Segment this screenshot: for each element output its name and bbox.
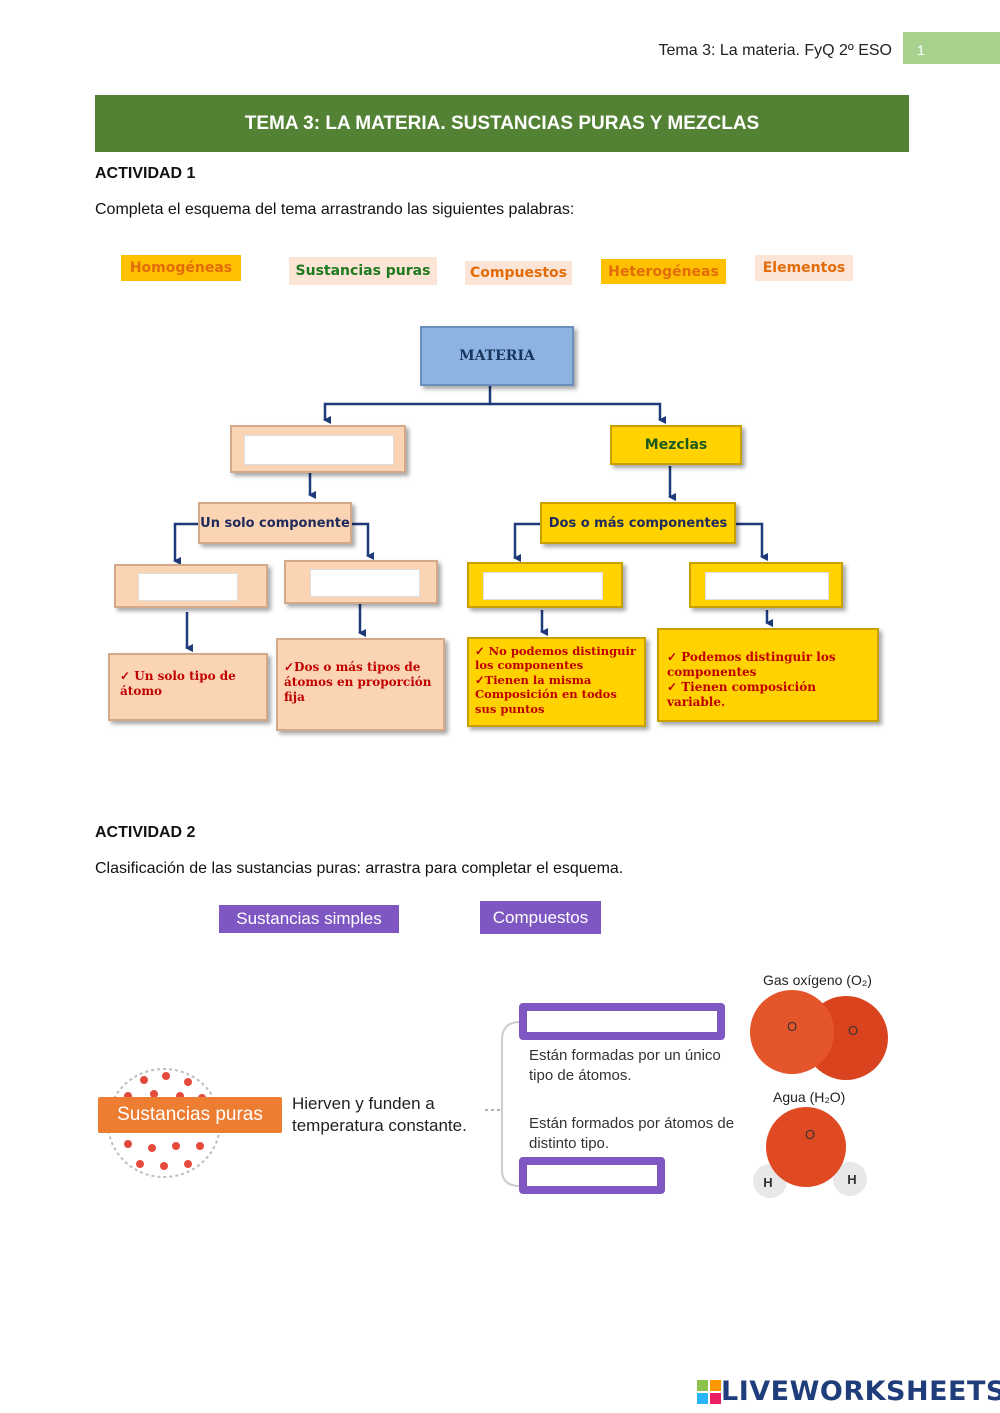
- pure-substances-label: Sustancias puras: [98, 1097, 282, 1133]
- water-h-label-2: H: [847, 1172, 856, 1187]
- word-chip-elementos[interactable]: Elementos: [755, 255, 853, 281]
- one-component-label: Un solo componente: [200, 515, 350, 531]
- oxygen-molecule-illustration: O O: [750, 990, 888, 1080]
- heterogeneous-bullet-2: ✓ Tienen composición variable.: [667, 680, 816, 709]
- two-components-label: Dos o más componentes: [548, 515, 728, 531]
- oxygen-label: Gas oxígeno (O₂): [763, 972, 872, 988]
- element-bullet-1: ✓ Un solo tipo de átomo: [120, 669, 236, 698]
- compound-description-box: ✓Dos o más tipos de átomos en proporción…: [276, 638, 445, 731]
- oxygen-atom-label-2: O: [848, 1023, 858, 1038]
- compounds-drop-box: [284, 560, 438, 604]
- homogeneous-drop-box: [467, 562, 623, 608]
- compound-bullet-1: ✓Dos o más tipos de átomos en proporción…: [284, 660, 432, 704]
- mezclas-box: Mezclas: [610, 425, 742, 465]
- classification-bracket: [485, 1021, 521, 1187]
- word-chip-compuestos[interactable]: Compuestos: [465, 261, 572, 285]
- activity-2-instruction: Clasificación de las sustancias puras: a…: [95, 860, 624, 877]
- concept-map-connectors: [173, 386, 773, 652]
- homogeneous-bullet-1: ✓ No podemos distinguir los componentes: [475, 644, 636, 673]
- word-chip-sustancias-puras[interactable]: Sustancias puras: [289, 257, 437, 285]
- compounds-description: Están formados por átomos de distinto ti…: [529, 1115, 735, 1152]
- page-number: 1: [917, 42, 925, 58]
- drop-target-compounds-2[interactable]: [519, 1157, 665, 1194]
- word-chip-heterogeneas[interactable]: Heterogéneas: [601, 259, 726, 284]
- page-number-tab: [903, 32, 1000, 64]
- liveworksheets-logo: LIVEWORKSHEETS: [697, 1376, 1000, 1407]
- water-label: Agua (H₂O): [773, 1089, 846, 1105]
- simple-substances-description: Están formadas por un único tipo de átom…: [529, 1047, 721, 1084]
- drop-target-simple-substances[interactable]: [519, 1003, 725, 1040]
- word-chip-homogeneas[interactable]: Homogéneas: [121, 255, 241, 281]
- activity-1-instruction: Completa el esquema del tema arrastrando…: [95, 201, 575, 218]
- pure-substances-drop-box: [230, 425, 406, 473]
- drop-target-compounds[interactable]: [310, 569, 420, 597]
- heterogeneous-drop-box: [689, 562, 843, 608]
- liveworksheets-logo-icon: [697, 1379, 721, 1404]
- materia-box: MATERIA: [420, 326, 574, 386]
- elements-drop-box: [114, 564, 268, 608]
- activity-1-label: ACTIVIDAD 1: [95, 165, 196, 182]
- drop-target-homogeneous[interactable]: [483, 572, 603, 600]
- materia-label: MATERIA: [459, 348, 535, 364]
- mezclas-label: Mezclas: [644, 437, 708, 453]
- homogeneous-description-box: ✓ No podemos distinguir los componentes …: [467, 637, 646, 727]
- drop-target-pure-substances[interactable]: [244, 435, 394, 465]
- page-title: TEMA 3: LA MATERIA. SUSTANCIAS PURAS Y M…: [95, 95, 909, 152]
- heterogeneous-description-box: ✓ Podemos distinguir los componentes ✓ T…: [657, 628, 879, 722]
- word-chip-compuestos-2[interactable]: Compuestos: [480, 901, 601, 934]
- oxygen-atom-label-1: O: [787, 1019, 797, 1034]
- water-o-label: O: [805, 1127, 815, 1142]
- drop-target-elements[interactable]: [138, 573, 238, 601]
- pure-substances-description: Hierven y funden a temperatura constante…: [292, 1094, 467, 1136]
- one-component-box: Un solo componente: [198, 502, 352, 544]
- water-molecule-illustration: O H H: [753, 1107, 867, 1198]
- running-header: Tema 3: La materia. FyQ 2º ESO: [658, 42, 892, 59]
- water-h-label-1: H: [763, 1175, 772, 1190]
- homogeneous-bullet-2: ✓Tienen la misma Composición en todos su…: [475, 672, 617, 716]
- two-components-box: Dos o más componentes: [540, 502, 736, 544]
- element-description-box: ✓ Un solo tipo de átomo: [108, 653, 268, 721]
- drop-target-heterogeneous[interactable]: [705, 572, 829, 600]
- liveworksheets-logo-text: LIVEWORKSHEETS: [721, 1376, 1000, 1407]
- activity-2-label: ACTIVIDAD 2: [95, 824, 196, 841]
- heterogeneous-bullet-1: ✓ Podemos distinguir los componentes: [667, 650, 836, 679]
- word-chip-sustancias-simples[interactable]: Sustancias simples: [219, 905, 399, 933]
